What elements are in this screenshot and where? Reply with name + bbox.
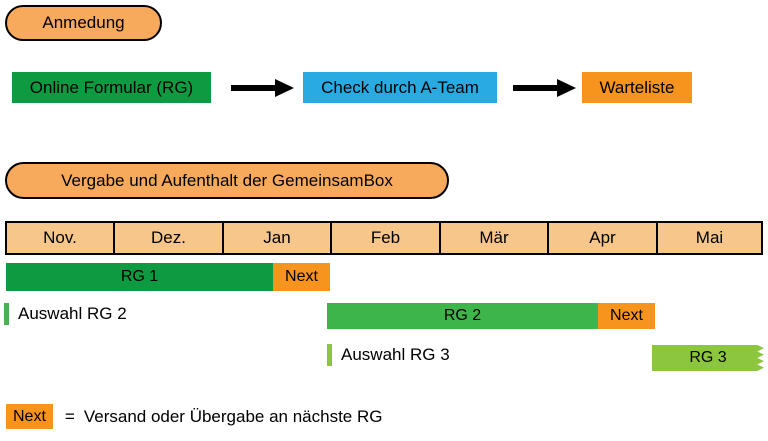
arrow-right-icon — [513, 76, 577, 100]
timeline-selection-rg2: Auswahl RG 2 — [4, 303, 127, 325]
section-pill-anmeldung: Anmedung — [5, 5, 162, 41]
month-cell-feb: Feb — [332, 223, 441, 253]
flow-step-check-durch-a-team-label: Check durch A-Team — [321, 77, 479, 97]
flow-step-warteliste: Warteliste — [582, 72, 692, 103]
legend-swatch-next: Next — [6, 404, 53, 429]
month-label: Mär — [479, 228, 509, 247]
month-cell-dez: Dez. — [115, 223, 224, 253]
timeline-selection-rg2-label: Auswahl RG 2 — [18, 304, 127, 323]
flow-step-warteliste-label: Warteliste — [599, 77, 675, 97]
arrow-right-icon — [231, 76, 295, 100]
month-label: Nov. — [43, 228, 77, 247]
legend: Next = Versand oder Übergabe an nächste … — [6, 404, 382, 429]
timeline-month-header: Nov. Dez. Jan Feb Mär Apr Mai — [5, 221, 763, 255]
timeline-bar-rg1-next: Next — [273, 263, 330, 291]
timeline-bar-rg2-label: RG 2 — [443, 307, 482, 324]
section-pill-anmeldung-label: Anmedung — [42, 13, 125, 32]
month-cell-jan: Jan — [224, 223, 332, 253]
section-pill-vergabe: Vergabe und Aufenthalt der GemeinsamBox — [5, 162, 449, 199]
timeline-bar-rg1: RG 1 — [6, 263, 273, 291]
month-cell-maer: Mär — [441, 223, 549, 253]
month-label: Apr — [589, 228, 616, 247]
month-cell-apr: Apr — [549, 223, 658, 253]
section-pill-vergabe-label: Vergabe und Aufenthalt der GemeinsamBox — [61, 170, 393, 190]
timeline-bar-rg1-next-label: Next — [285, 268, 318, 285]
timeline-bar-rg1-label: RG 1 — [120, 268, 159, 285]
timeline-bar-rg2-next: Next — [598, 303, 655, 329]
flow-step-online-formular: Online Formular (RG) — [12, 72, 211, 103]
selection-tick-icon — [4, 303, 9, 325]
timeline-selection-rg3-label: Auswahl RG 3 — [341, 345, 450, 364]
month-cell-mai: Mai — [658, 223, 761, 253]
flow-step-online-formular-label: Online Formular (RG) — [29, 77, 194, 97]
timeline-bar-rg3-label: RG 3 — [689, 349, 727, 366]
flow-step-check-durch-a-team: Check durch A-Team — [303, 72, 497, 103]
timeline-bar-rg3: RG 3 — [652, 345, 764, 371]
month-label: Feb — [370, 228, 401, 247]
month-label: Jan — [263, 228, 291, 247]
month-label: Mai — [695, 228, 724, 247]
month-label: Dez. — [151, 228, 186, 247]
timeline-bar-rg2-next-label: Next — [610, 307, 643, 324]
legend-description: Versand oder Übergabe an nächste RG — [83, 406, 383, 426]
timeline-bar-rg2: RG 2 — [327, 303, 598, 329]
month-cell-nov: Nov. — [7, 223, 115, 253]
selection-tick-icon — [327, 344, 332, 366]
timeline-selection-rg3: Auswahl RG 3 — [327, 344, 450, 366]
legend-equals-sign: = — [64, 406, 75, 426]
